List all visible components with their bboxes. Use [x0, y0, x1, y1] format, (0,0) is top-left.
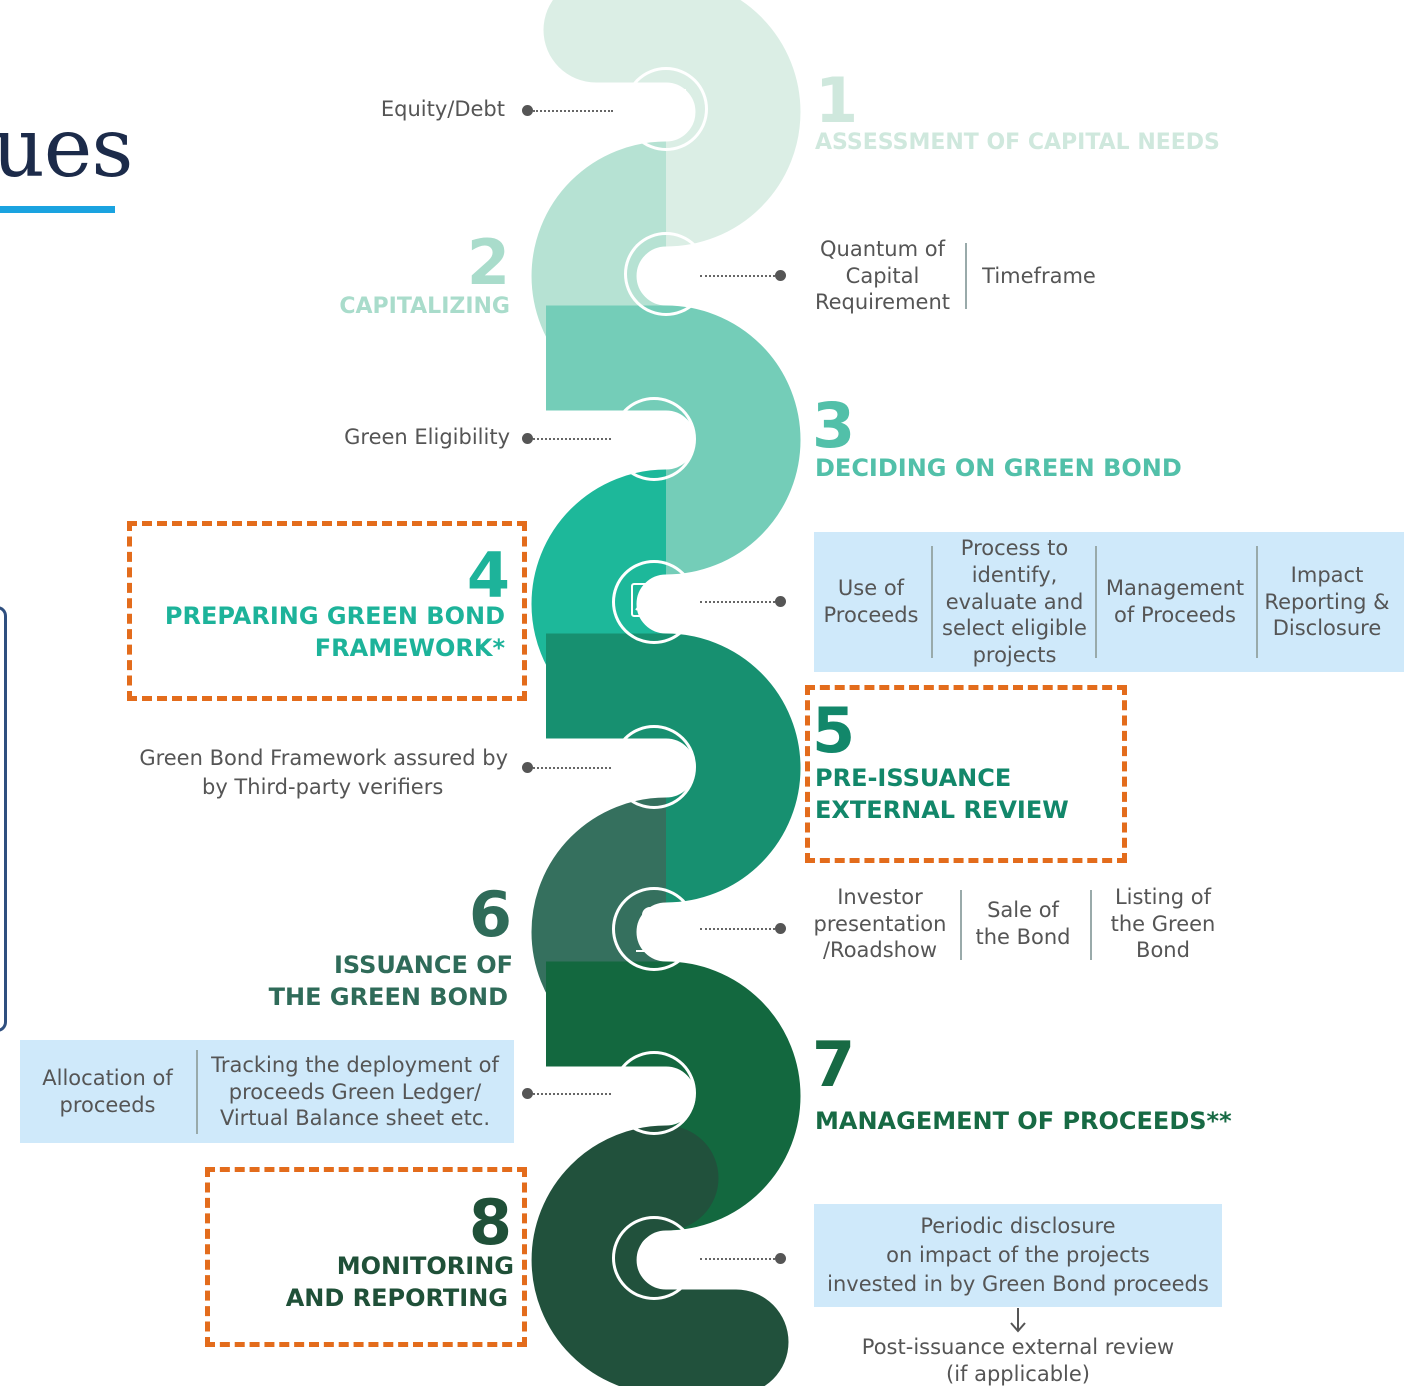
connector-line	[700, 928, 775, 930]
magnifier-dollar-icon	[612, 1216, 696, 1300]
roadshow-cell: Investor presentation /Roadshow	[813, 885, 947, 963]
step-6-number: 6	[468, 878, 512, 951]
connector-dot	[522, 433, 533, 444]
post-issuance-line-1: Post-issuance external review	[861, 1335, 1175, 1360]
post-issuance-line-2: (if applicable)	[946, 1362, 1090, 1387]
step-1-number: 1	[815, 64, 859, 137]
step-5-number: 5	[812, 694, 856, 767]
proceeds-tracking-box	[20, 1040, 514, 1143]
allocation-cell: Allocation of proceeds	[42, 1066, 173, 1117]
tracking-cell: Tracking the deployment of proceeds Gree…	[211, 1053, 499, 1131]
framework-assured-label-line-1: Green Bond Framework assured by	[139, 746, 508, 770]
step-6-title-line-1: ISSUANCE OF	[334, 951, 513, 979]
step-8-number: 8	[468, 1186, 512, 1259]
listing-cell: Listing of the Green Bond	[1110, 885, 1216, 963]
impact-reporting-cell: Impact Reporting & Disclosure	[1264, 563, 1390, 641]
step-7-number: 7	[812, 1028, 856, 1101]
disclosure-box	[814, 1204, 1222, 1307]
step-3-title: DECIDING ON GREEN BOND	[815, 454, 1182, 482]
connector-line	[533, 1093, 611, 1095]
path-segment-step-1	[543, 0, 801, 247]
step-4-highlight-box	[127, 521, 527, 701]
cell-divider	[1090, 890, 1092, 960]
step-2-number: 2	[466, 226, 510, 299]
connector-line	[700, 1258, 775, 1260]
step-4-number: 4	[466, 539, 510, 612]
disclosure-line-1: Periodic disclosure	[920, 1214, 1116, 1239]
step-6-title-line-2: THE GREEN BOND	[268, 983, 508, 1011]
title-underline	[0, 206, 115, 213]
management-of-proceeds-cell: Management of Proceeds	[1105, 576, 1245, 627]
connector-line	[533, 767, 611, 769]
step-4-title-line-2: FRAMEWORK*	[314, 634, 505, 662]
cell-divider	[965, 243, 967, 309]
connector-dot	[775, 270, 786, 281]
step-8-title-line-2: AND REPORTING	[285, 1284, 508, 1312]
step-5-title-line-1: PRE-ISSUANCE	[815, 764, 1012, 792]
down-arrow-icon	[1010, 1308, 1026, 1333]
page-title-fragment: ues	[0, 101, 133, 196]
cell-divider	[1256, 546, 1258, 658]
certificate-icon	[612, 725, 696, 809]
connector-dot	[522, 1088, 533, 1099]
use-of-proceeds-cell: Use of Proceeds	[823, 576, 919, 627]
green-eligibility-label: Green Eligibility	[344, 425, 510, 449]
step-5-highlight-box	[805, 685, 1127, 863]
handshake-check-icon	[612, 397, 696, 481]
step-4-title-line-1: PREPARING GREEN BOND	[164, 602, 505, 630]
sale-of-bond-cell: Sale of the Bond	[975, 898, 1071, 949]
coins-hand-icon	[624, 232, 708, 316]
connector-dot	[775, 923, 786, 934]
connector-dot	[522, 762, 533, 773]
cell-divider	[931, 546, 933, 658]
cell-divider	[1095, 546, 1097, 658]
cell-divider	[196, 1050, 198, 1134]
connector-line	[533, 438, 611, 440]
timeframe-cell: Timeframe	[982, 263, 1096, 288]
connector-dot	[522, 105, 533, 116]
framework-assured-label-line-2: by Third-party verifiers	[202, 775, 444, 799]
step-1-title: ASSESSMENT OF CAPITAL NEEDS	[815, 130, 1220, 155]
cell-divider	[960, 890, 962, 960]
path-segment-step-3	[546, 305, 801, 575]
path-segment-step-5	[546, 633, 801, 903]
project-selection-cell: Process to identify, evaluate and select…	[942, 536, 1087, 667]
connector-line	[700, 275, 775, 277]
presentation-icon	[624, 67, 708, 151]
capital-requirement-cell: Quantum of Capital Requirement	[814, 237, 951, 315]
step-5-title-line-2: EXTERNAL REVIEW	[815, 796, 1069, 824]
connector-dot	[775, 1253, 786, 1264]
step-3-number: 3	[812, 389, 856, 462]
connector-line	[700, 601, 775, 603]
gear-dollar-house-icon	[612, 1051, 696, 1135]
connector-dot	[775, 596, 786, 607]
step-8-title-line-1: MONITORING	[336, 1252, 514, 1280]
step-2-title: CAPITALIZING	[339, 294, 510, 319]
step-7-title: MANAGEMENT OF PROCEEDS**	[815, 1107, 1232, 1135]
disclosure-line-2: on impact of the projects	[886, 1243, 1150, 1268]
chart-screen-icon	[612, 560, 696, 644]
framework-components-box	[814, 532, 1404, 672]
step-8-highlight-box	[205, 1167, 527, 1347]
equity-debt-label: Equity/Debt	[380, 97, 505, 121]
money-plant-icon	[612, 887, 696, 971]
path-segment-step-8	[531, 1125, 789, 1386]
connector-line	[533, 110, 613, 112]
disclosure-line-3: invested in by Green Bond proceeds	[827, 1272, 1209, 1297]
